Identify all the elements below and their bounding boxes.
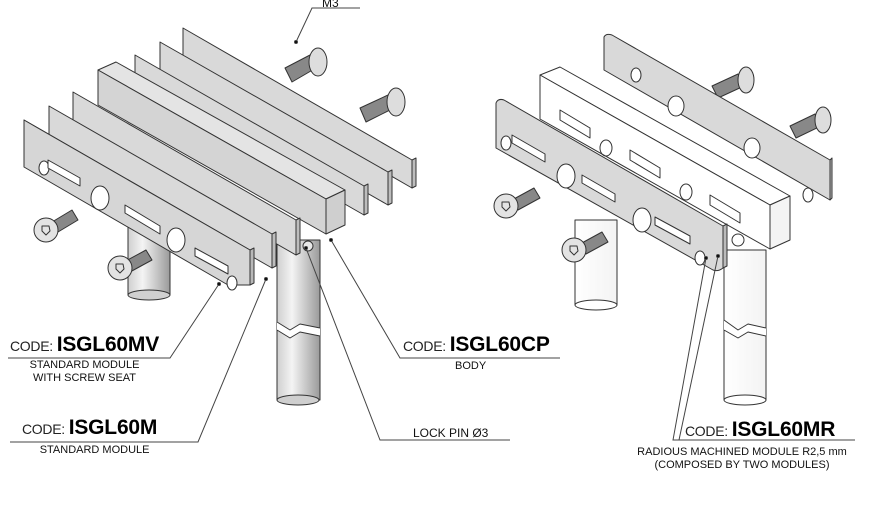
description-line: BODY bbox=[455, 360, 487, 372]
left-assembly bbox=[23, 27, 417, 406]
description-line: (COMPOSED BY TWO MODULES) bbox=[654, 459, 830, 471]
description-line: WITH SCREW SEAT bbox=[32, 372, 137, 384]
right-rod-long bbox=[723, 249, 767, 406]
description-line: RADIOUS MACHINED MODULE R2,5 mm bbox=[637, 446, 847, 458]
hole bbox=[90, 185, 110, 211]
rear-radius-module bbox=[603, 33, 833, 201]
isgl60mr-description: RADIOUS MACHINED MODULE R2,5 mm (COMPOSE… bbox=[622, 446, 862, 472]
slot bbox=[194, 247, 229, 275]
description-line: STANDARD MODULE bbox=[29, 359, 140, 371]
code-prefix: CODE: bbox=[685, 423, 728, 439]
front-screw-2 bbox=[107, 249, 153, 281]
callout-isgl60m: CODE: ISGL60M STANDARD MODULE bbox=[22, 416, 157, 457]
right-rod-short bbox=[574, 219, 618, 311]
code-prefix: CODE: bbox=[10, 338, 53, 354]
code-prefix: CODE: bbox=[22, 421, 65, 437]
product-code: ISGL60CP bbox=[449, 333, 550, 356]
product-code: ISGL60MR bbox=[731, 418, 836, 441]
lock-pin bbox=[302, 240, 314, 252]
front-screw-1 bbox=[33, 209, 79, 243]
callout-isgl60mr: CODE: ISGL60MR bbox=[685, 418, 835, 442]
screw-callout: M3 bbox=[322, 0, 339, 10]
screw-label: M3 bbox=[322, 0, 339, 10]
left-rod-long bbox=[276, 239, 321, 406]
back-screw-2 bbox=[359, 87, 406, 123]
back-screw-1 bbox=[284, 47, 328, 83]
hole bbox=[226, 275, 238, 291]
callout-isgl60mv: CODE: ISGL60MV STANDARD MODULE WITH SCRE… bbox=[10, 333, 159, 385]
slot bbox=[47, 159, 81, 187]
callout-isgl60cp: CODE: ISGL60CP BODY bbox=[403, 333, 550, 373]
description-line: STANDARD MODULE bbox=[39, 444, 150, 456]
product-code: ISGL60M bbox=[68, 416, 158, 439]
right-lock-pin bbox=[731, 233, 745, 247]
left-leaders bbox=[8, 7, 560, 443]
right-assembly bbox=[493, 33, 833, 406]
lock-pin-label: LOCK PIN Ø3 bbox=[413, 426, 489, 440]
right-leaders bbox=[672, 254, 855, 441]
slot bbox=[124, 204, 161, 235]
body-block bbox=[539, 66, 791, 250]
callout-lock-pin: LOCK PIN Ø3 bbox=[413, 426, 488, 440]
hole bbox=[166, 227, 186, 253]
code-prefix: CODE: bbox=[403, 338, 446, 354]
product-code: ISGL60MV bbox=[56, 333, 159, 356]
